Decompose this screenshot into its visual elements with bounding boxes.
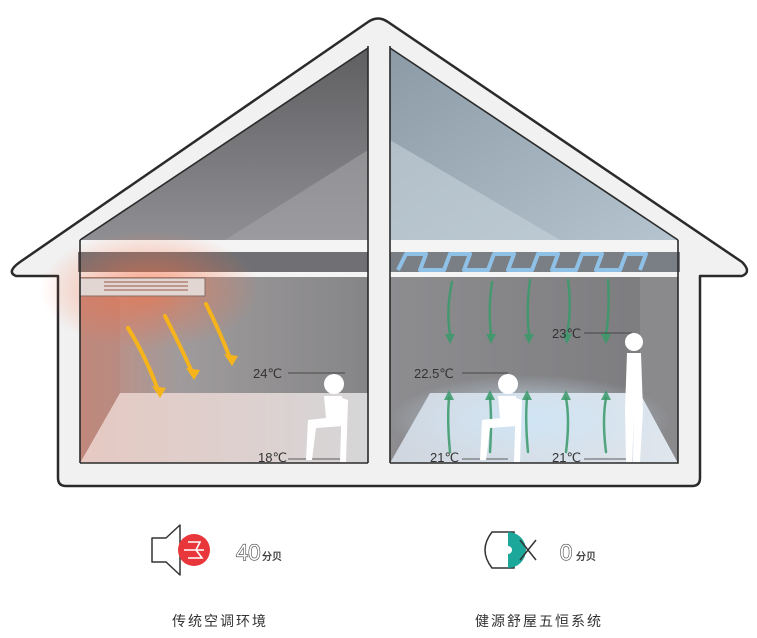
speaker-muted-icon xyxy=(484,531,537,569)
left-temp-ceiling: 24℃ xyxy=(253,366,282,381)
arrow-head xyxy=(486,334,496,344)
arrow-head xyxy=(524,334,534,344)
arrow-head xyxy=(224,354,238,366)
standing-person-icon xyxy=(625,333,643,462)
center-wall xyxy=(368,40,390,480)
right-noise-unit: 分贝 xyxy=(576,550,596,563)
arrow-head xyxy=(562,334,572,344)
ac-vents xyxy=(104,281,188,291)
left-noise-unit: 分贝 xyxy=(262,550,282,563)
right-temp-floor-near: 21℃ xyxy=(430,450,459,465)
left-caption: 传统空调环境 xyxy=(172,614,268,630)
arrow-head xyxy=(152,386,166,398)
speaker-loud-icon xyxy=(151,524,210,576)
warm-air-arrows xyxy=(126,302,232,392)
right-temp-floor-far: 21℃ xyxy=(552,450,581,465)
arrow-head xyxy=(485,390,495,400)
left-noise-value: 40 xyxy=(236,540,260,565)
right-temp-ceiling-far: 23℃ xyxy=(552,326,581,341)
right-temp-ceiling-near: 22.5℃ xyxy=(414,366,454,381)
right-caption: 健源舒屋五恒系统 xyxy=(475,614,603,630)
arrow-head xyxy=(601,334,611,344)
arrow-head xyxy=(445,334,455,344)
left-room-floor xyxy=(80,393,368,463)
arrow-head xyxy=(561,390,571,400)
left-temp-floor: 18℃ xyxy=(258,450,287,465)
radiant-ceiling-panel xyxy=(396,252,648,272)
cool-air-arrows xyxy=(447,278,610,336)
arrow-head xyxy=(444,390,454,400)
seated-person-icon xyxy=(480,374,522,462)
right-noise-value: 0 xyxy=(560,540,572,565)
wall-ac-unit xyxy=(79,277,206,297)
arrow-head xyxy=(601,390,611,400)
arrow-head xyxy=(186,368,200,380)
right-ceiling-slab xyxy=(388,240,680,252)
seated-person-icon xyxy=(306,374,348,462)
arrow-head xyxy=(522,390,532,400)
